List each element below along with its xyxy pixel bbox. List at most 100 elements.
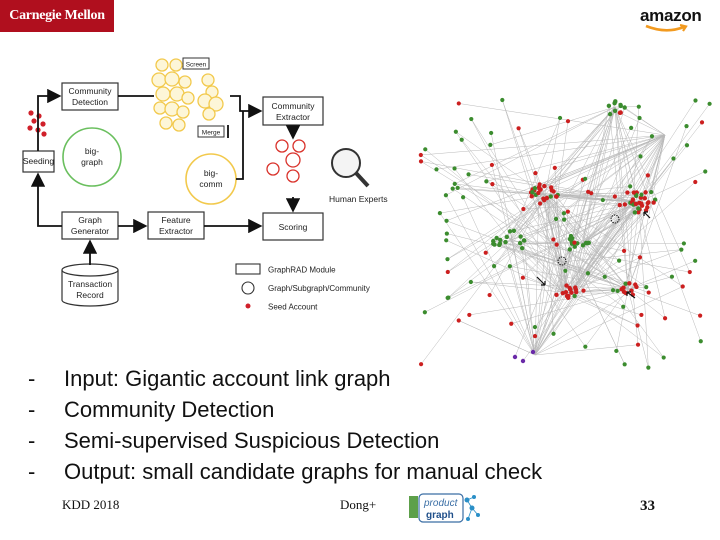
network-edge xyxy=(534,134,666,189)
network-edge xyxy=(562,211,569,294)
network-edge xyxy=(499,243,564,294)
network-node xyxy=(622,105,627,110)
bullet-text: Semi-supervised Suspicious Detection xyxy=(64,428,440,453)
big-comm-label-1: big- xyxy=(204,168,218,178)
network-node xyxy=(614,348,619,354)
network-node xyxy=(639,192,644,197)
network-edge xyxy=(420,161,640,203)
network-node xyxy=(444,218,449,223)
network-node xyxy=(507,229,513,234)
network-edge xyxy=(534,121,569,356)
network-node xyxy=(651,200,656,205)
amazon-logo-text: amazon xyxy=(640,6,702,25)
human-experts-label: Human Experts xyxy=(329,194,388,204)
network-edge xyxy=(569,122,703,294)
network-edge xyxy=(614,106,701,342)
network-node xyxy=(707,101,712,106)
network-edge xyxy=(489,194,546,296)
network-node xyxy=(612,194,617,199)
network-node xyxy=(530,349,536,355)
network-node xyxy=(703,169,708,174)
network-edge xyxy=(446,220,629,290)
network-node xyxy=(461,195,466,200)
network-edge xyxy=(534,198,646,356)
transaction-record-cylinder xyxy=(61,263,119,307)
network-node xyxy=(687,269,692,275)
network-edge xyxy=(534,344,639,356)
network-node xyxy=(632,210,638,215)
network-edge xyxy=(633,134,666,193)
network-edge xyxy=(627,260,696,290)
network-node xyxy=(466,172,471,177)
network-node xyxy=(456,101,461,106)
network-node xyxy=(635,323,640,328)
network-edge xyxy=(582,107,625,244)
network-node xyxy=(507,264,512,269)
network-node xyxy=(699,120,705,125)
network-node xyxy=(586,240,591,245)
network-node xyxy=(455,185,460,190)
community-detection-label-1: Community xyxy=(69,86,113,96)
network-node xyxy=(693,179,698,185)
network-edge xyxy=(532,191,640,203)
network-edge xyxy=(462,197,536,356)
network-node xyxy=(693,258,698,263)
network-edge xyxy=(582,193,592,244)
network-node xyxy=(617,110,623,116)
logo-text-top: product xyxy=(423,498,459,509)
network-edge xyxy=(638,171,706,203)
network-node xyxy=(607,111,613,117)
footer-venue: KDD 2018 xyxy=(62,497,120,512)
network-node xyxy=(551,237,556,242)
community-extractor-label-1: Community xyxy=(272,101,316,111)
network-node xyxy=(544,195,550,201)
network-edge xyxy=(535,134,666,196)
network-edge xyxy=(532,242,584,353)
network-edge xyxy=(471,118,563,263)
network-node xyxy=(618,103,623,109)
network-edge xyxy=(420,154,629,290)
network-edge xyxy=(544,105,621,196)
network-edge xyxy=(582,192,628,244)
network-node xyxy=(548,194,553,199)
network-node xyxy=(684,143,690,148)
graph-generator-box xyxy=(61,211,119,240)
network-node xyxy=(497,242,502,248)
network-node xyxy=(617,202,622,208)
network-edge xyxy=(569,145,688,294)
network-edge xyxy=(447,134,666,299)
network-node xyxy=(422,310,427,315)
big-comm-label-2: comm xyxy=(199,179,222,189)
pipeline-arrows xyxy=(30,88,301,265)
big-graph-label-1: big- xyxy=(85,146,99,156)
network-node xyxy=(520,275,525,280)
network-edge xyxy=(627,288,649,368)
network-edge xyxy=(562,249,682,294)
network-edge xyxy=(619,112,666,136)
network-node xyxy=(467,312,472,318)
network-node xyxy=(521,206,526,212)
network-node xyxy=(519,245,525,251)
network-edge xyxy=(490,106,616,146)
network-node xyxy=(529,194,534,199)
network-edge xyxy=(569,273,589,294)
network-node xyxy=(646,200,651,205)
network-edge xyxy=(614,106,639,345)
community-extractor-label-2: Extractor xyxy=(276,112,310,122)
network-edge xyxy=(514,106,616,358)
network-edge xyxy=(445,106,616,196)
network-edge xyxy=(458,320,536,356)
big-graph-label-2: graph xyxy=(81,157,103,167)
network-node xyxy=(532,185,538,191)
network-node xyxy=(456,318,461,323)
network-seed-marker xyxy=(557,256,567,266)
network-edge xyxy=(582,136,653,244)
network-node xyxy=(634,284,639,290)
network-node xyxy=(498,237,503,243)
feature-extractor-label-1: Feature xyxy=(161,215,191,225)
network-node xyxy=(554,292,559,297)
network-node xyxy=(636,206,641,211)
network-edge xyxy=(544,194,640,210)
network-node xyxy=(469,116,474,122)
network-edge xyxy=(638,201,649,368)
